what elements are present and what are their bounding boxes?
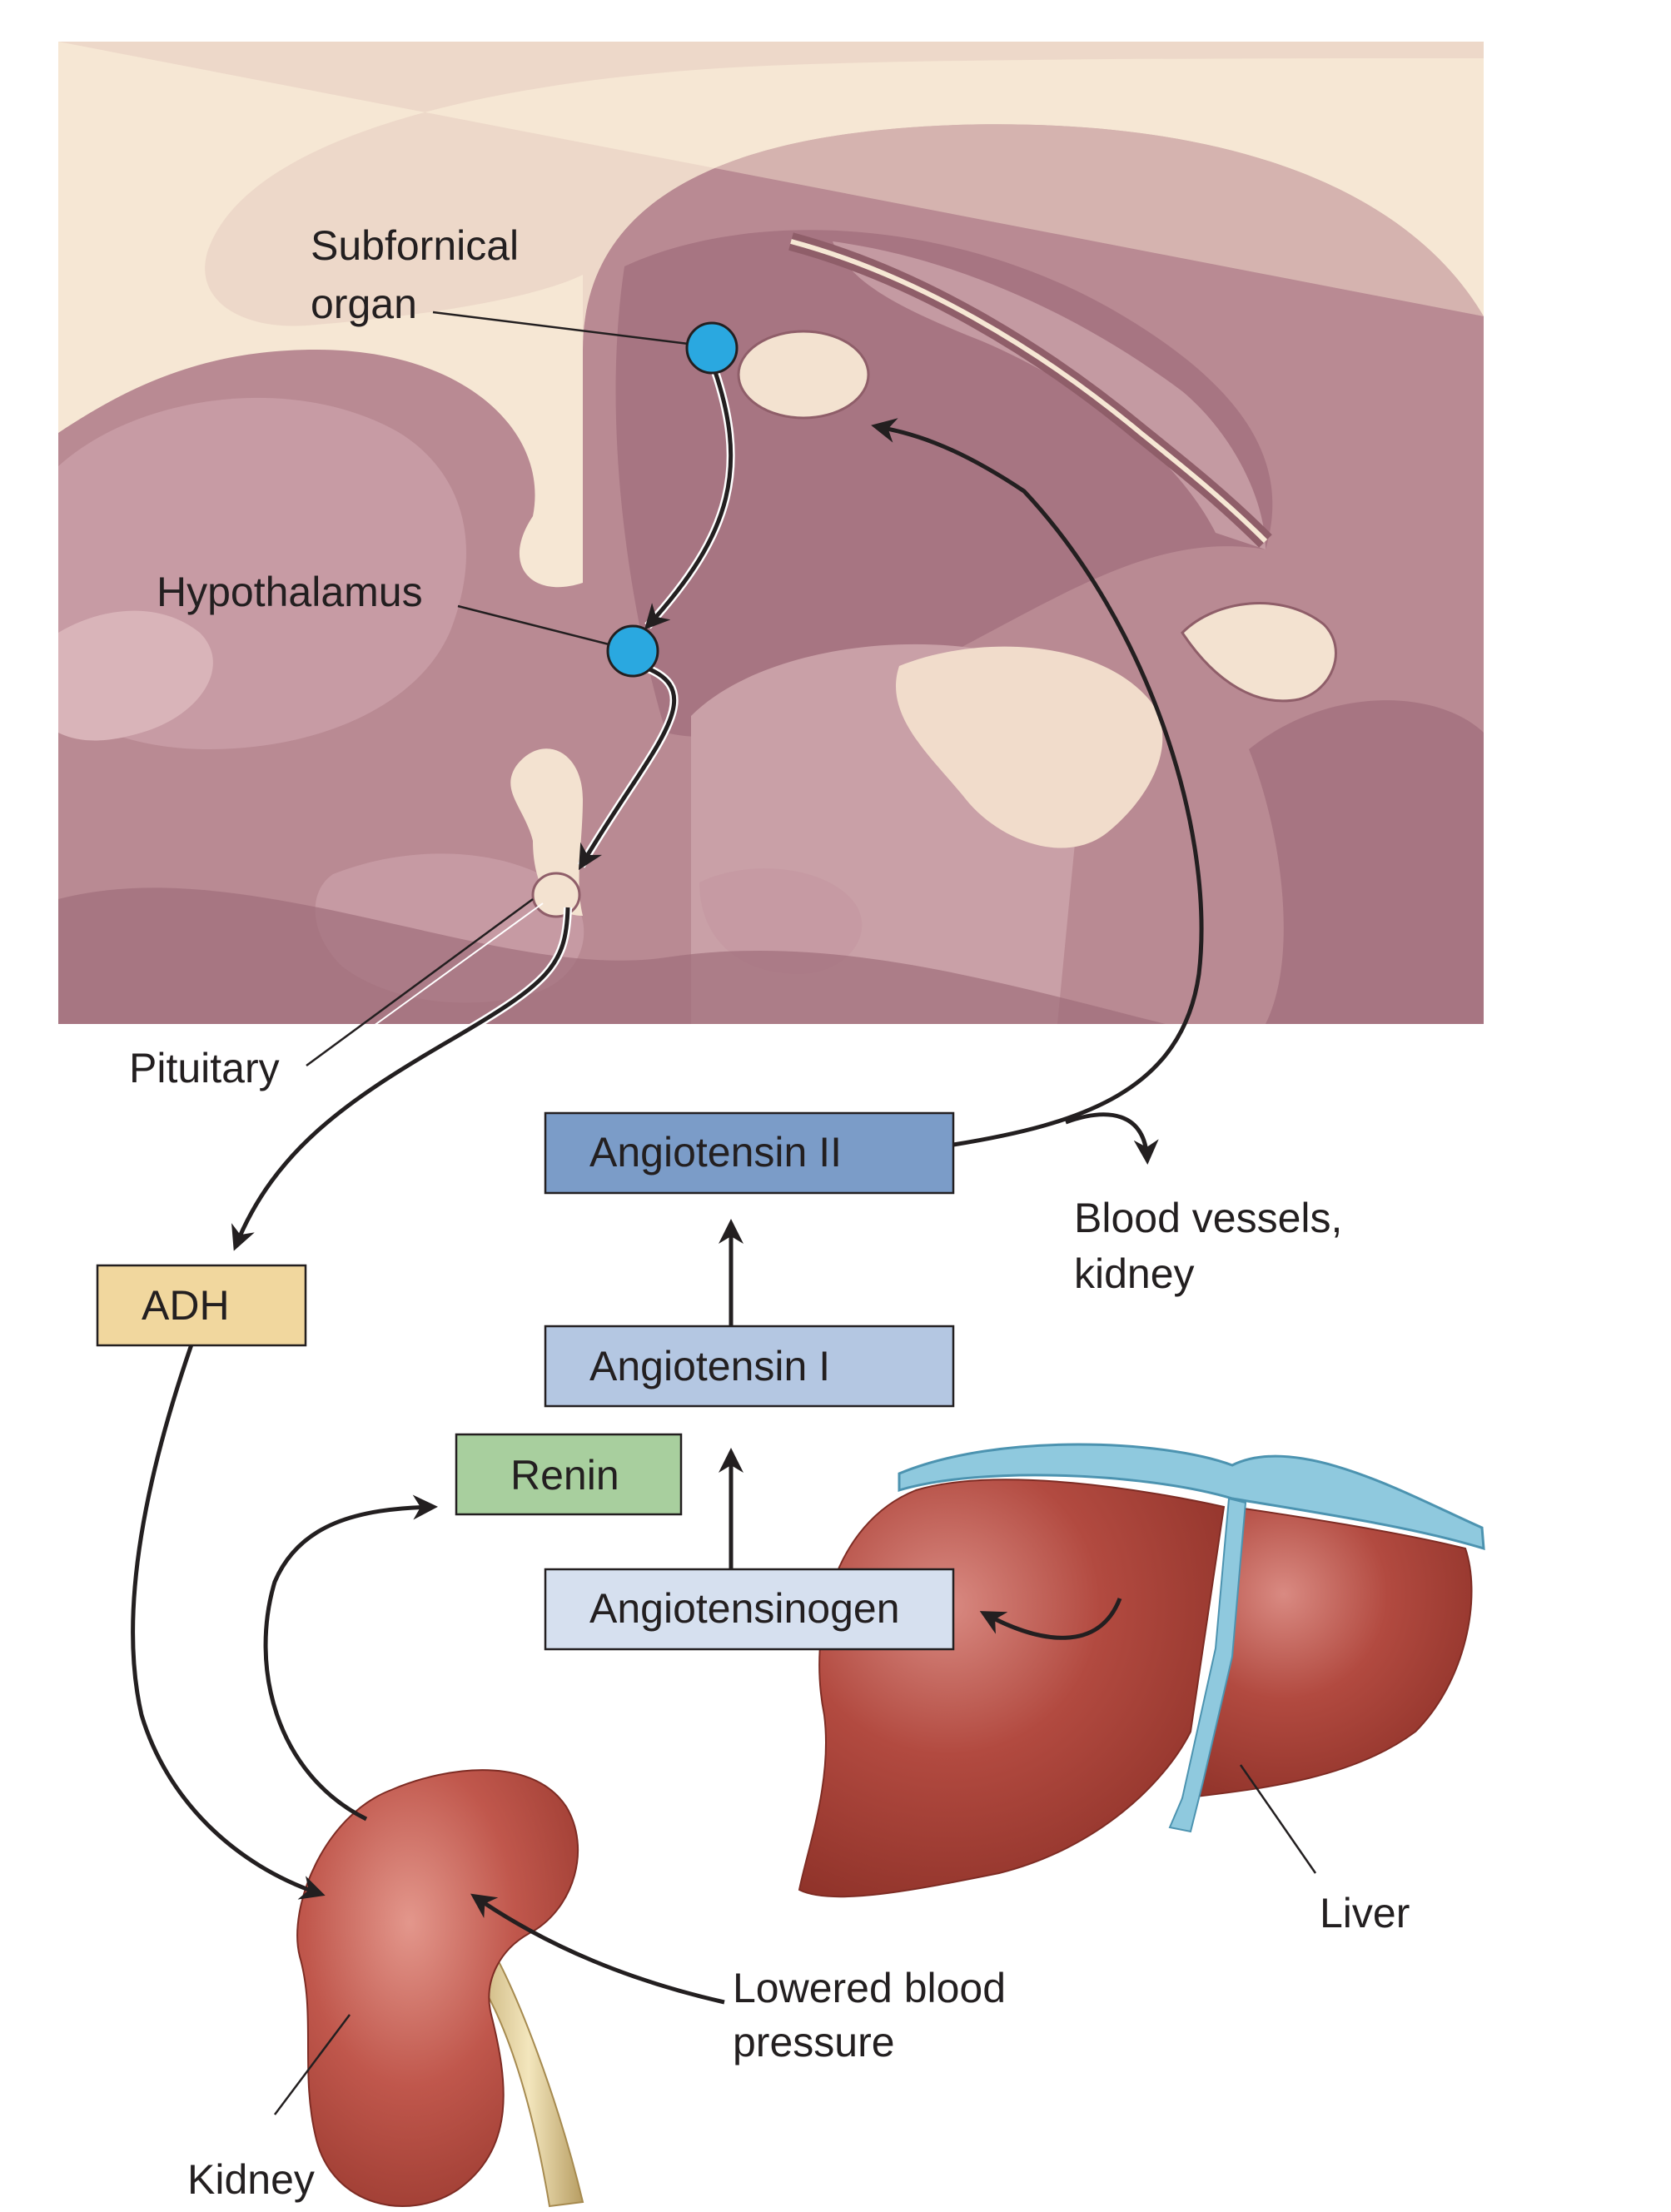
kidney-leader (274, 2014, 351, 2115)
renin-label: Renin (510, 1452, 619, 1499)
blood-vessels-label-line2: kidney (1074, 1250, 1195, 1297)
lowered-pressure-arrow (470, 1893, 725, 2005)
adh-to-kidney-arrow (131, 1344, 326, 1900)
subfornical-organ-label-line2: organ (311, 281, 417, 327)
liver-illustration (798, 1443, 1485, 1898)
adh-box: ADH (96, 1264, 307, 1347)
brain-pathways (231, 311, 739, 1251)
pituitary-leader (306, 897, 534, 1067)
angiotensinogen-box: Angiotensinogen (544, 1568, 955, 1651)
angiotensin-ii-box: Angiotensin II (544, 1111, 955, 1195)
liver-label: Liver (1320, 1890, 1410, 1936)
subfornical-organ-label: Subfornical (311, 222, 519, 269)
angiotensin-ii-to-brain-arrow (871, 418, 1204, 1147)
kidney-label: Kidney (187, 2156, 315, 2203)
angiotensin-i-box: Angiotensin I (544, 1325, 955, 1408)
liver-to-angiotensinogen-arrow (979, 1598, 1122, 1640)
subfornical-leader (432, 311, 703, 347)
lowered-blood-pressure-label: Lowered blood (733, 1965, 1006, 2011)
angiotensinogen-label: Angiotensinogen (589, 1585, 900, 1632)
subfornical-organ-marker (685, 321, 739, 375)
angiotensin-i-label: Angiotensin I (589, 1343, 830, 1389)
hypothalamus-label: Hypothalamus (157, 569, 423, 615)
kidney-to-renin-arrow (263, 1494, 438, 1822)
angiotensin-ii-to-vessels-arrow (1065, 1112, 1159, 1165)
adh-label: ADH (142, 1282, 230, 1329)
blood-vessels-label: Blood vessels, (1074, 1195, 1342, 1241)
brain-illustration (58, 42, 1484, 1024)
angiotensin-ii-label: Angiotensin II (589, 1129, 842, 1176)
liver-leader (1239, 1764, 1317, 1874)
lowered-blood-pressure-label-line2: pressure (733, 2019, 895, 2065)
kidney-illustration (131, 1344, 725, 2208)
hypothalamus-marker (606, 624, 659, 678)
hypothalamus-leader (457, 604, 629, 651)
cascade-arrows (719, 418, 1204, 1569)
pituitary-label: Pituitary (129, 1045, 280, 1091)
renin-box: Renin (455, 1433, 683, 1516)
